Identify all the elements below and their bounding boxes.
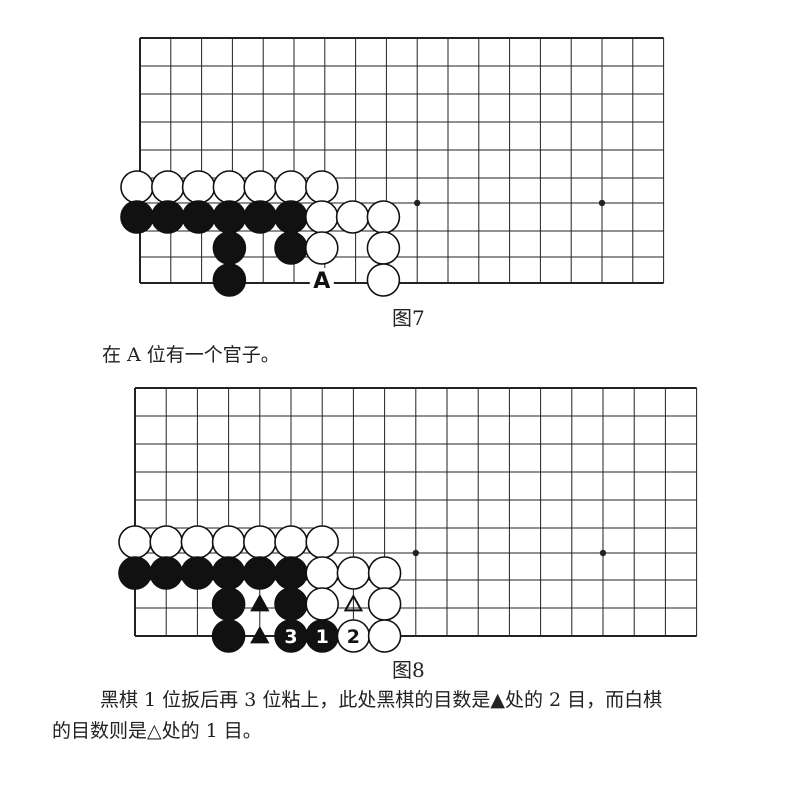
stone-number: 1 [316, 626, 329, 648]
white-stone [212, 170, 247, 204]
marker-a-label: A [313, 269, 330, 294]
white-stone [304, 170, 339, 204]
figure-8-caption: 图8 [392, 658, 425, 682]
paragraph-text: 在 A 位有一个官子。 [102, 344, 280, 366]
black-stone [211, 587, 246, 621]
star-point [598, 199, 606, 207]
star-point [599, 549, 607, 557]
paragraph-text-a: 黑棋 1 位扳后再 3 位粘上，此处黑棋的目数是 [100, 689, 491, 711]
white-stone [304, 231, 339, 265]
white-stone [366, 200, 401, 234]
paragraph-figure-7: 在 A 位有一个官子。 [102, 340, 280, 370]
white-stone [305, 556, 340, 590]
paragraph-text-b: 处的 2 目，而白棋 [504, 689, 663, 711]
black-stone [274, 587, 308, 621]
black-triangle-icon [250, 593, 270, 612]
white-stone [151, 170, 185, 204]
white-stone [211, 525, 246, 559]
white-stone [242, 525, 277, 559]
black-triangle-icon [250, 625, 270, 644]
black-stone [274, 231, 308, 265]
white-stone [274, 525, 308, 559]
white-stone [243, 170, 278, 204]
black-stone [118, 556, 152, 590]
black-stone [212, 263, 247, 297]
black-stone [151, 200, 185, 234]
black-stone [149, 556, 183, 590]
white-stone [305, 587, 340, 621]
white-stone [336, 556, 371, 590]
white-stone [335, 200, 370, 234]
stone-number: 3 [284, 626, 297, 648]
black-stone [274, 200, 308, 234]
star-point [412, 549, 419, 557]
paragraph-figure-8-line-2: 的目数则是△处的 1 目。 [52, 716, 262, 746]
white-stone [149, 525, 183, 559]
black-stone [211, 619, 246, 653]
black-stone [211, 556, 246, 590]
white-stone [118, 525, 152, 559]
white-stone [367, 587, 402, 621]
white-stone [180, 525, 215, 559]
paragraph-text-d: 处的 1 目。 [161, 720, 262, 742]
black-stone [181, 200, 216, 234]
stone-number: 2 [347, 626, 360, 648]
go-board-figure-7: A [120, 37, 665, 297]
white-triangle-icon [343, 593, 364, 612]
paragraph-figure-8-line-1: 黑棋 1 位扳后再 3 位粘上，此处黑棋的目数是▲处的 2 目，而白棋 [100, 685, 780, 715]
black-stone [120, 200, 154, 234]
white-stone [274, 170, 308, 204]
white-stone [181, 170, 216, 204]
figure-7-caption: 图7 [392, 306, 425, 330]
black-stone [274, 556, 308, 590]
black-stone [212, 231, 247, 265]
white-stone [367, 556, 402, 590]
black-stone [242, 556, 277, 590]
black-stone [243, 200, 278, 234]
marker-background [309, 268, 334, 292]
white-triangle-icon: △ [147, 720, 162, 742]
white-stone [366, 263, 401, 297]
white-stone [304, 200, 339, 234]
black-triangle-icon: ▲ [490, 689, 505, 711]
white-stone [366, 231, 401, 265]
black-stone [180, 556, 215, 590]
star-point [414, 199, 421, 207]
white-stone [120, 170, 154, 204]
paragraph-text-c: 的目数则是 [52, 720, 148, 742]
white-stone [305, 525, 340, 559]
white-stone [367, 619, 402, 653]
black-stone [212, 200, 247, 234]
